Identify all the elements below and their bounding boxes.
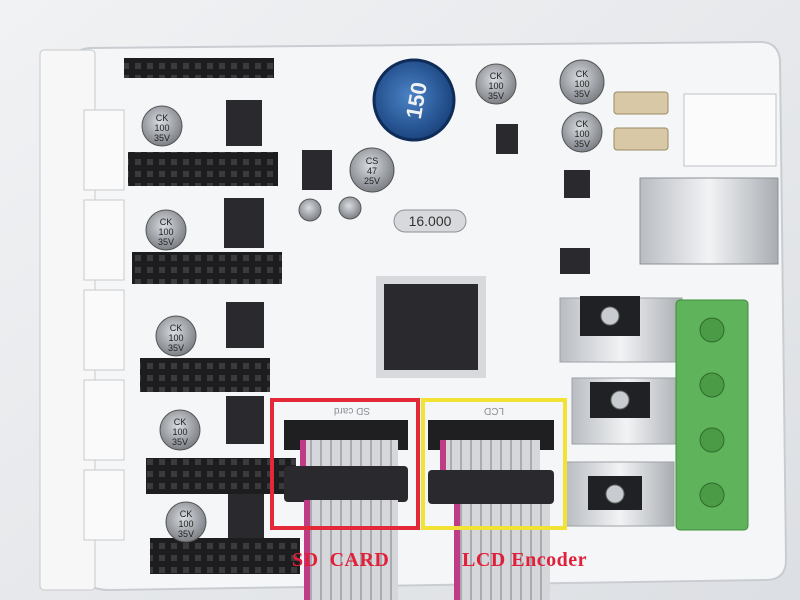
svg-text:100: 100 [574, 129, 589, 139]
capacitors: CK 100 35V CK 100 35V CK 100 35V CK 100 … [141, 59, 605, 543]
svg-text:100: 100 [178, 519, 193, 529]
svg-text:35V: 35V [178, 529, 194, 539]
capacitor-cap1: CK 100 35V [475, 63, 517, 105]
svg-text:CK: CK [160, 217, 173, 227]
svg-text:35V: 35V [158, 237, 174, 247]
svg-text:35V: 35V [574, 89, 590, 99]
sd-card-annotation: SD CARD [292, 549, 390, 571]
capacitor-cap7: CK 100 35V [159, 409, 201, 451]
small-ic-1 [496, 124, 518, 154]
usb-port [639, 177, 779, 265]
svg-text:100: 100 [172, 427, 187, 437]
svg-text:CK: CK [170, 323, 183, 333]
capacitor-cap4: CK 100 35V [141, 105, 183, 147]
svg-text:CK: CK [180, 509, 193, 519]
sd-silkscreen: SD card [334, 405, 370, 416]
svg-text:CS: CS [366, 156, 379, 166]
crystal [393, 209, 467, 233]
svg-text:100: 100 [168, 333, 183, 343]
sd-ribbon-connector [284, 420, 408, 600]
lcd-ribbon-connector [428, 420, 554, 600]
sd-card-highlight-box [270, 398, 420, 530]
svg-text:35V: 35V [154, 133, 170, 143]
small-ic-2 [564, 170, 590, 198]
fuse-2 [613, 127, 669, 151]
inductor [372, 58, 456, 142]
svg-text:35V: 35V [488, 91, 504, 101]
svg-text:100: 100 [488, 81, 503, 91]
svg-text:CK: CK [490, 71, 503, 81]
green-terminal-block [675, 299, 749, 531]
crystal-label: 16.000 [409, 213, 452, 229]
dip-switches [224, 100, 264, 538]
regulator [302, 150, 332, 190]
power-connector [683, 93, 777, 167]
svg-text:CK: CK [156, 113, 169, 123]
svg-text:47: 47 [367, 166, 377, 176]
svg-text:CK: CK [576, 69, 589, 79]
lcd-encoder-highlight-box [421, 398, 567, 530]
capacitor-cap6: CK 100 35V [155, 315, 197, 357]
mcu-chip [376, 276, 486, 378]
stepper-headers [128, 152, 300, 574]
capacitor-cap2: CK 100 35V [559, 59, 605, 105]
lcd-silkscreen: LCD [484, 405, 504, 416]
svg-text:100: 100 [154, 123, 169, 133]
top-pin-header [124, 58, 274, 78]
svg-text:100: 100 [574, 79, 589, 89]
svg-text:35V: 35V [172, 437, 188, 447]
capacitor-cap8: CK 100 35V [165, 501, 207, 543]
capacitor-cap3: CK 100 35V [561, 111, 603, 153]
lcd-encoder-annotation: LCD Encoder [462, 549, 587, 571]
svg-text:100: 100 [158, 227, 173, 237]
capacitor-cap5: CK 100 35V [145, 209, 187, 251]
heatsinks [559, 296, 683, 527]
capacitor-cap9: CS 47 25V [349, 147, 395, 193]
svg-text:25V: 25V [364, 176, 380, 186]
small-ic-3 [560, 248, 590, 274]
svg-text:CK: CK [576, 119, 589, 129]
svg-text:35V: 35V [574, 139, 590, 149]
left-connector-column [39, 49, 125, 591]
svg-text:CK: CK [174, 417, 187, 427]
fuse-1 [613, 91, 669, 115]
svg-text:35V: 35V [168, 343, 184, 353]
